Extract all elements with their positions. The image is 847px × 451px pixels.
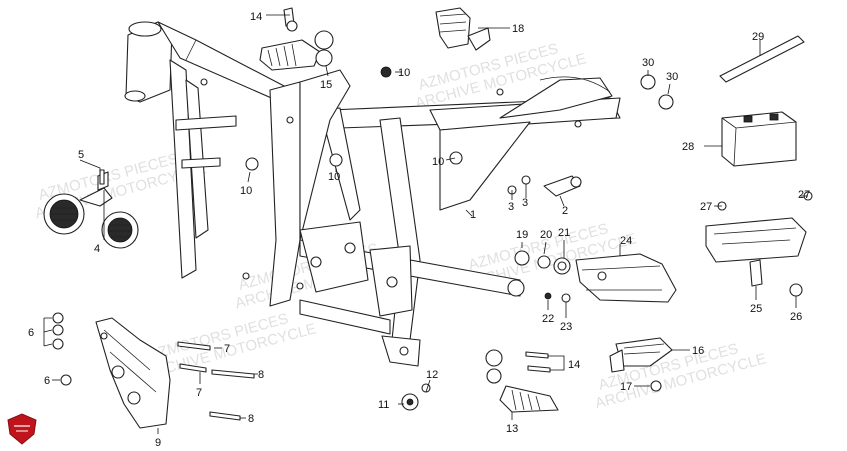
small-hardware: [52, 7, 813, 421]
rear-footpeg-right: [609, 337, 673, 373]
front-footpeg-left: [259, 30, 334, 71]
callout-27b: 27: [798, 189, 810, 201]
callout-26: 26: [790, 311, 802, 323]
callout-3a: 3: [508, 201, 514, 213]
callout-1: 1: [470, 209, 476, 221]
battery: [721, 111, 797, 167]
callout-12: 12: [426, 369, 438, 381]
callout-25: 25: [750, 303, 762, 315]
callout-5: 5: [78, 149, 84, 161]
callout-7b: 7: [196, 387, 202, 399]
callout-9: 9: [155, 437, 161, 449]
main-frame: [124, 21, 621, 367]
callout-14b: 14: [568, 359, 580, 371]
callout-8a: 8: [258, 369, 264, 381]
callout-14a: 14: [250, 11, 262, 23]
callout-20: 20: [540, 229, 552, 241]
callout-8b: 8: [248, 413, 254, 425]
callout-10b: 10: [240, 185, 252, 197]
callout-30a: 30: [642, 57, 654, 69]
front-footpeg-right: [435, 7, 491, 51]
callout-11: 11: [378, 399, 389, 411]
callout-10d: 10: [432, 156, 444, 168]
battery-tray: [705, 217, 807, 287]
callout-22: 22: [542, 313, 554, 325]
callout-13: 13: [506, 423, 518, 435]
side-cover: [575, 253, 677, 303]
callout-21: 21: [558, 227, 570, 239]
callout-24: 24: [620, 235, 632, 247]
callout-16: 16: [692, 345, 704, 357]
callout-18: 18: [512, 23, 524, 35]
callout-4: 4: [94, 243, 100, 255]
callout-28: 28: [682, 141, 694, 153]
callout-29: 29: [752, 31, 764, 43]
leader-lines: [43, 14, 808, 434]
callout-23: 23: [560, 321, 572, 333]
callout-labels: 1 2 3 3 4 5 6 6 7 7 8 8 9 10 10 10 10 11…: [28, 11, 810, 449]
skid-plate: [95, 317, 171, 429]
callout-3b: 3: [522, 197, 528, 209]
shield-logo-icon: [7, 413, 37, 445]
callout-10c: 10: [328, 171, 340, 183]
callout-19: 19: [516, 229, 528, 241]
callout-7a: 7: [224, 343, 230, 355]
battery-strap: [719, 35, 805, 83]
callout-6b: 6: [44, 375, 50, 387]
callout-17: 17: [620, 381, 632, 393]
callout-15: 15: [320, 79, 332, 91]
callout-30b: 30: [666, 71, 678, 83]
callout-10a: 10: [398, 67, 410, 79]
callout-27a: 27: [700, 201, 712, 213]
rear-footpeg-left: [485, 349, 559, 413]
callout-2: 2: [562, 205, 568, 217]
callout-6a: 6: [28, 327, 34, 339]
